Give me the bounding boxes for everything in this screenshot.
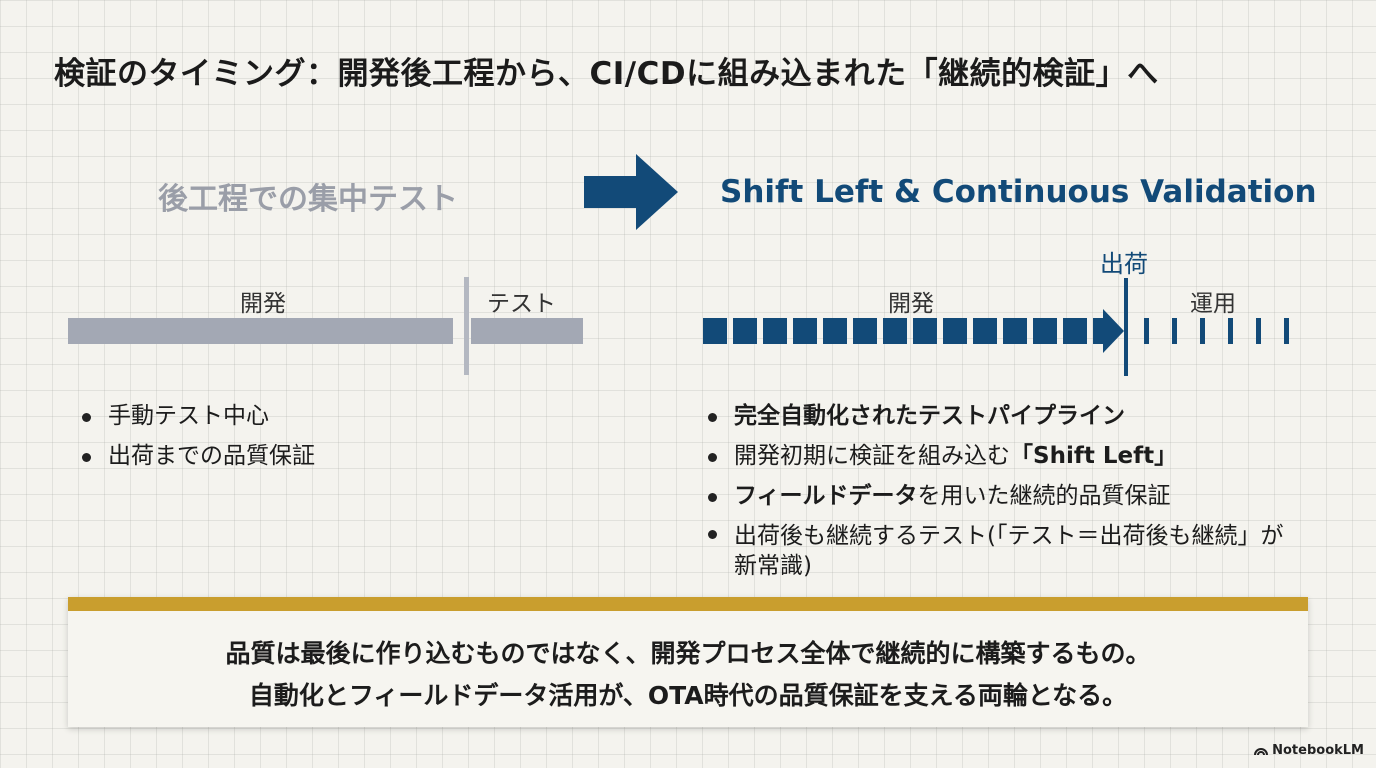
bullet-text: 出荷後も継続するテスト(「テスト＝出荷後も継続」が新常識) <box>734 523 1284 579</box>
left-test-bar <box>471 318 583 344</box>
left-phase-dev-label: 開発 <box>240 291 286 317</box>
field-data-emphasis: フィールドデータ <box>734 483 918 509</box>
bullet-text: 完全自動化されたテストパイプライン <box>734 403 1125 429</box>
right-bullet-item: 出荷後も継続するテスト(「テスト＝出荷後も継続」が新常識) <box>706 516 1306 581</box>
left-phase-divider <box>464 277 469 375</box>
right-phase-dev-label: 開発 <box>888 291 934 317</box>
left-bullet-item: 出荷までの品質保証 <box>80 436 500 476</box>
callout-line-2: 自動化とフィールドデータ活用が、OTA時代の品質保証を支える両輪となる。 <box>248 681 1128 710</box>
left-phase-test-label: テスト <box>487 291 556 317</box>
ship-label: 出荷 <box>1100 250 1148 278</box>
left-bullet-item: 手動テスト中心 <box>80 396 500 436</box>
continuous-timeline <box>703 306 1289 353</box>
right-heading: Shift Left & Continuous Validation <box>720 174 1317 210</box>
left-heading: 後工程での集中テスト <box>158 182 458 217</box>
right-phase-ops-label: 運用 <box>1190 291 1236 317</box>
ship-marker-line <box>1124 278 1128 376</box>
bullet-text: 開発初期に検証を組み込む <box>734 443 1010 469</box>
right-bullet-item: フィールドデータを用いた継続的品質保証 <box>706 476 1306 516</box>
brand-name: NotebookLM <box>1272 743 1364 758</box>
transition-arrow-icon <box>584 154 678 230</box>
left-bullet-list: 手動テスト中心 出荷までの品質保証 <box>80 396 500 476</box>
callout-line-1: 品質は最後に作り込むものではなく、開発プロセス全体で継続的に構築するもの。 <box>225 639 1151 668</box>
right-bullet-list: 完全自動化されたテストパイプライン 開発初期に検証を組み込む「Shift Lef… <box>706 396 1306 581</box>
key-message-callout: 品質は最後に作り込むものではなく、開発プロセス全体で継続的に構築するもの。 自動… <box>68 597 1308 727</box>
notebooklm-logo-icon <box>1254 748 1269 756</box>
shift-left-emphasis: 「Shift Left」 <box>1010 443 1178 469</box>
right-bullet-item: 完全自動化されたテストパイプライン <box>706 396 1306 436</box>
bullet-text: を用いた継続的品質保証 <box>917 483 1171 509</box>
left-dev-bar <box>68 318 453 344</box>
page-title: 検証のタイミング：開発後工程から、CI/CDに組み込まれた「継続的検証」へ <box>54 56 1159 92</box>
brand-watermark: NotebookLM <box>1254 743 1364 758</box>
right-bullet-item: 開発初期に検証を組み込む「Shift Left」 <box>706 436 1306 476</box>
